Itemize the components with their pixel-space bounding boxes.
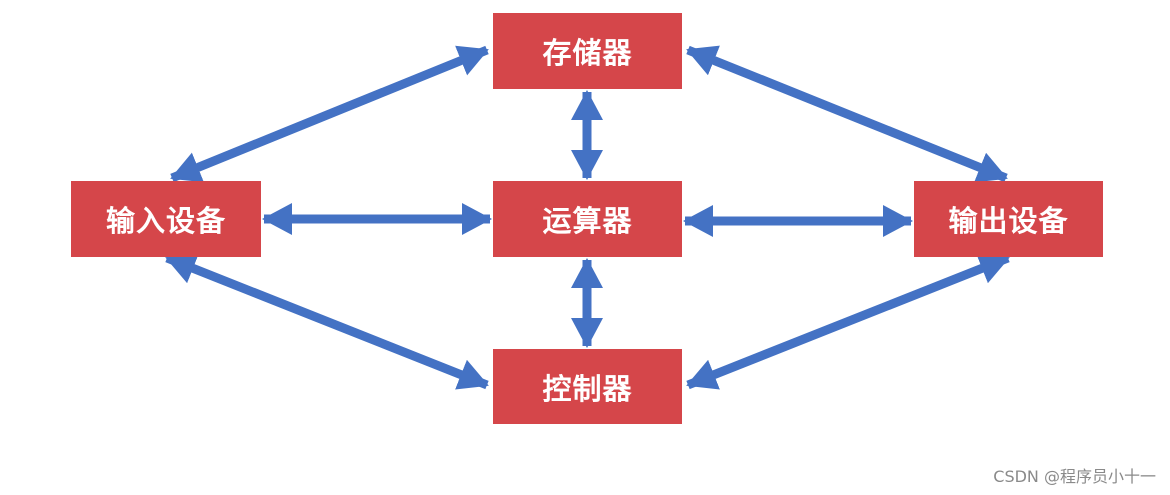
watermark: CSDN @程序员小十一 — [993, 467, 1156, 486]
arrow-input-controller — [165, 253, 489, 390]
arrow-input-memory — [170, 45, 489, 183]
alu-node: 运算器 — [493, 181, 682, 257]
arrow-controller-output — [686, 253, 1010, 390]
input-device-node: 输入设备 — [71, 181, 261, 257]
memory-node: 存储器 — [493, 13, 682, 89]
arrow-memory-output — [686, 45, 1008, 183]
output-device-node: 输出设备 — [914, 181, 1103, 257]
controller-node: 控制器 — [493, 349, 682, 424]
